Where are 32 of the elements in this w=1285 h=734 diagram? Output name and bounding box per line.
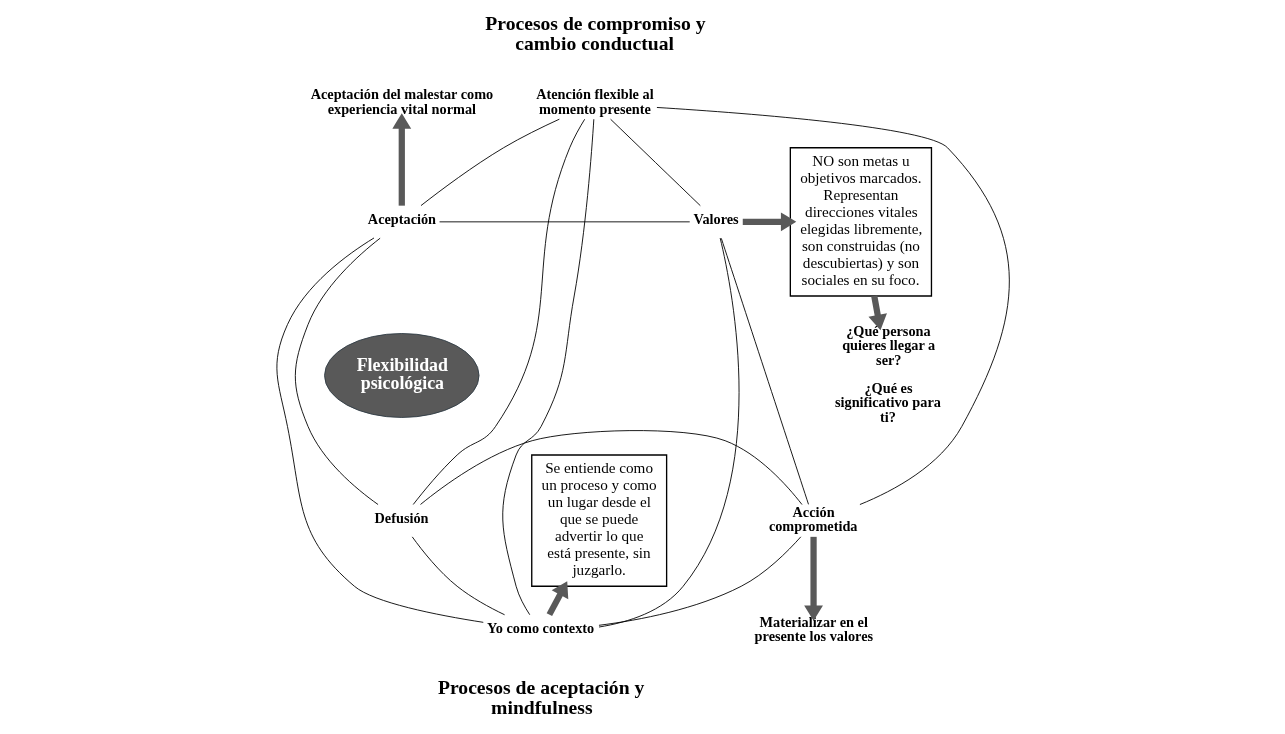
connector [275, 237, 484, 623]
connector [412, 118, 585, 505]
node-text: Yo como contexto [486, 620, 594, 637]
node-text: Aceptación [367, 211, 436, 228]
node-box: Se entiende como un proceso y como un lugar desde el que se puede advertir lo que está presente, sin juzgarlo. [530, 454, 667, 587]
node-text: ¿Qué persona quieres llegar a ser? ¿Qué es significativo para ti? [834, 323, 941, 425]
connector [411, 536, 505, 616]
arrow [742, 212, 796, 232]
node-ellipse: Flexibilidad psicológica [323, 333, 479, 418]
node-text: Atención flexible al momento presente [535, 86, 654, 117]
connector [501, 118, 594, 616]
arrow [546, 581, 568, 617]
connector [419, 430, 802, 505]
connector [655, 107, 1010, 505]
connector [598, 237, 739, 628]
node-text: Valores [692, 211, 739, 228]
node-text: Materializar en el presente los valores [754, 614, 873, 645]
connector [598, 536, 801, 626]
connector [609, 118, 701, 207]
arrow [391, 113, 411, 206]
node-text: Acción comprometida [768, 503, 857, 535]
label: Procesos de aceptación y mindfulness [437, 676, 644, 718]
node-text: Aceptación del malestar como experiencia vital normal [310, 86, 493, 117]
connector [294, 237, 381, 505]
arrow [867, 295, 887, 331]
node-box: NO son metas u objetivos marcados. Representan direcciones vitales elegidas libremente, son construidas (no descubiertas) y son sociales en su foco. [789, 147, 932, 297]
label: Procesos de compromiso y cambio conductual [484, 12, 706, 54]
node-text: Defusión [374, 510, 429, 527]
connector [438, 221, 690, 223]
connector [720, 237, 809, 505]
arrow [803, 536, 823, 621]
connector [420, 118, 560, 207]
